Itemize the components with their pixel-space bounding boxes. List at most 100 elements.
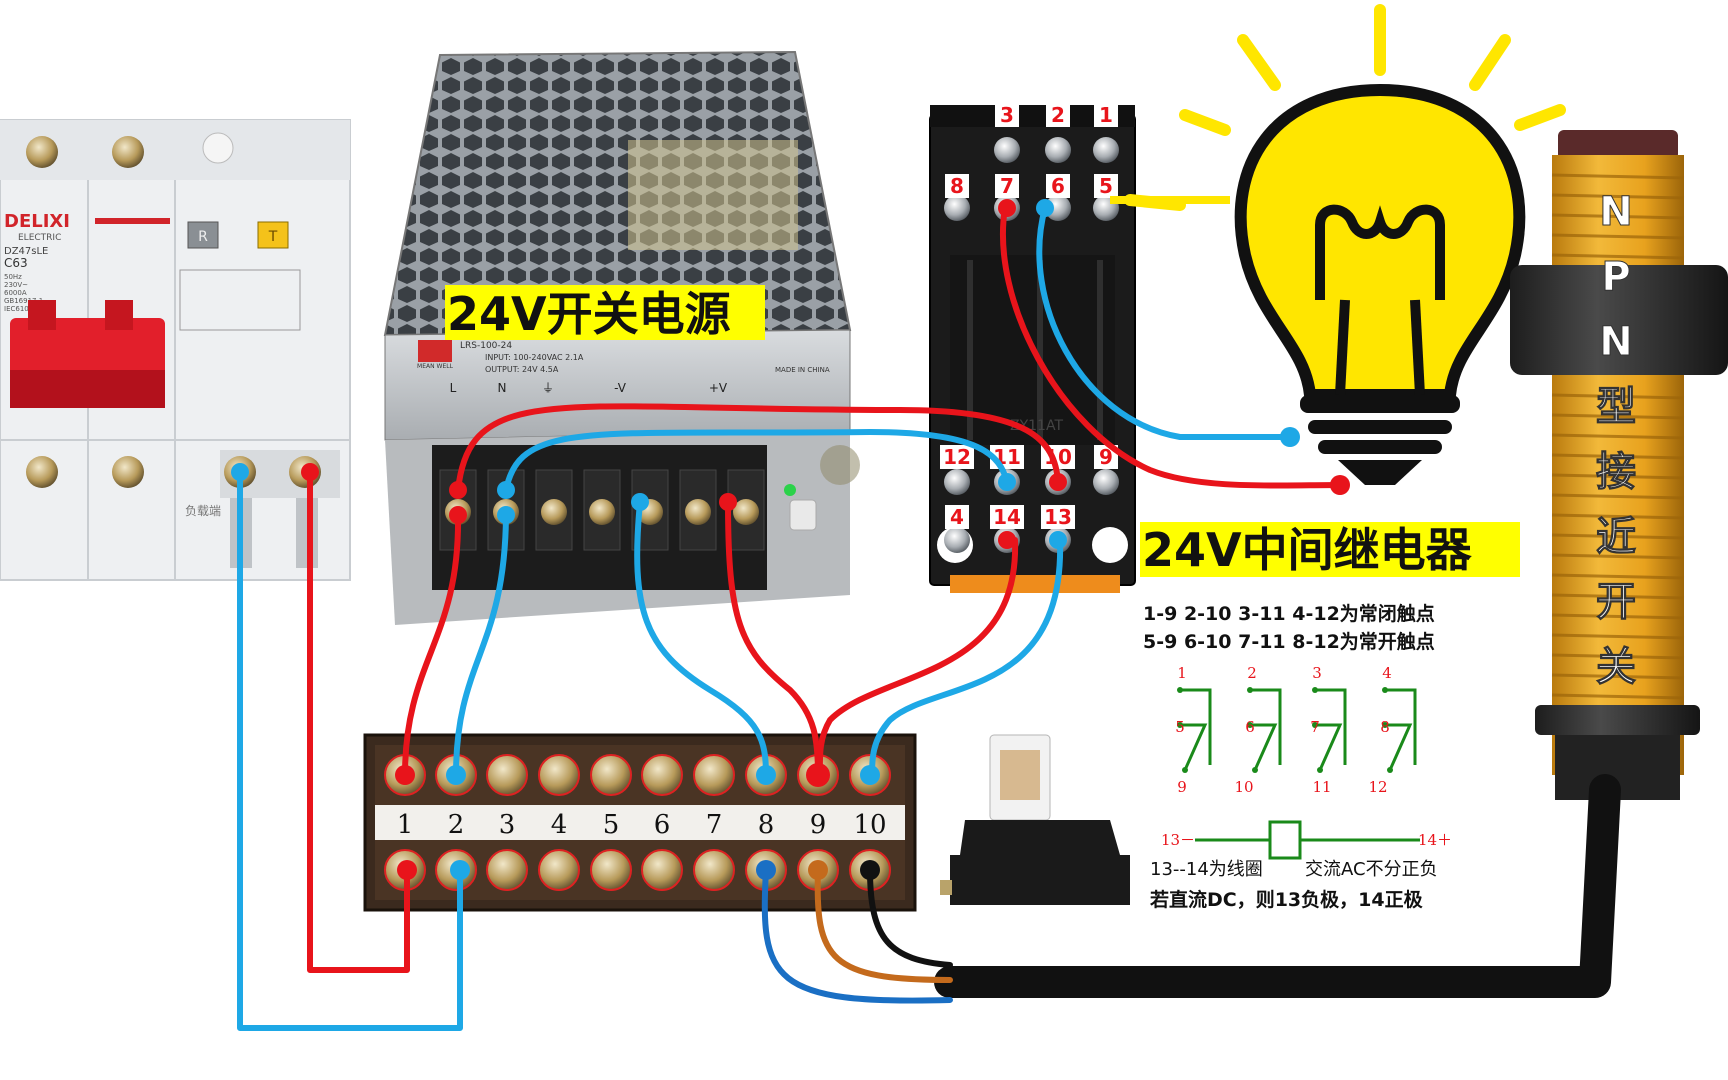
breaker-screw xyxy=(112,456,144,488)
breaker-rating: C63 xyxy=(4,256,28,270)
svg-text:近: 近 xyxy=(1596,514,1636,560)
wire-psu-positive-red xyxy=(725,499,821,778)
svg-text:6: 6 xyxy=(654,810,671,840)
psu-led-indicator xyxy=(784,484,796,496)
breaker-brand-sub: ELECTRIC xyxy=(18,233,61,243)
svg-text:6: 6 xyxy=(1245,718,1255,736)
circuit-breaker: DELIXI ELECTRIC DZ47sLE C63 50Hz 230V~ 6… xyxy=(0,119,351,581)
svg-text:1: 1 xyxy=(397,810,414,840)
breaker-brand: DELIXI xyxy=(4,211,70,232)
svg-text:T: T xyxy=(268,229,278,245)
svg-text:9: 9 xyxy=(1099,445,1113,469)
svg-text:GB16917.1: GB16917.1 xyxy=(4,297,43,305)
svg-text:9: 9 xyxy=(1177,778,1187,796)
note-dc: 若直流DC，则13负极，14正极 xyxy=(1150,888,1424,911)
svg-text:9: 9 xyxy=(810,810,827,840)
light-bulb-icon xyxy=(1110,4,1566,485)
npn-proximity-sensor: N P N 型 接 近 开 关 xyxy=(1510,130,1728,800)
power-supply-label: 24V开关电源 xyxy=(445,285,765,341)
svg-text:14: 14 xyxy=(993,505,1021,529)
relay-screws xyxy=(944,137,1119,553)
svg-text:关: 关 xyxy=(1596,644,1636,690)
wire-breaker-blue xyxy=(237,469,463,1031)
psu-input-spec: INPUT: 100-240VAC 2.1A xyxy=(485,353,584,362)
wire-sensor-brown xyxy=(814,867,953,983)
note-normally-open: 5-9 6-10 7-11 8-12为常开触点 xyxy=(1143,630,1435,653)
svg-text:8: 8 xyxy=(950,174,964,198)
terminal-block-numbers: 1 2 3 4 5 6 7 8 9 10 xyxy=(397,810,887,840)
svg-text:N: N xyxy=(1599,319,1632,365)
wire-relay-6-blue xyxy=(1036,205,1293,440)
wires xyxy=(237,205,1621,1031)
svg-text:N: N xyxy=(1599,189,1632,235)
wire-endpoints xyxy=(231,199,1350,880)
svg-text:1: 1 xyxy=(1099,103,1113,127)
wire-relay-13-blue xyxy=(869,537,1064,778)
breaker-test-button[interactable] xyxy=(257,221,289,249)
svg-text:-V: -V xyxy=(614,381,627,395)
svg-text:2: 2 xyxy=(1247,664,1257,682)
svg-text:IEC61009-1: IEC61009-1 xyxy=(4,305,45,313)
relay-contact-notes: 1-9 2-10 3-11 4-12为常闭触点 5-9 6-10 7-11 8-… xyxy=(1143,602,1435,653)
svg-text:6: 6 xyxy=(1051,174,1065,198)
wire-psu-negative-blue xyxy=(634,499,769,778)
psu-made-in: MADE IN CHINA xyxy=(775,366,830,374)
relay-module-photo xyxy=(940,734,1130,905)
coil-minus-label: 13－ xyxy=(1161,831,1195,849)
svg-text:3: 3 xyxy=(1312,664,1322,682)
svg-text:13: 13 xyxy=(1044,505,1072,529)
svg-text:3: 3 xyxy=(1000,103,1014,127)
wire-psu-n-blue xyxy=(453,512,509,778)
breaker-reset-button[interactable] xyxy=(187,221,219,249)
wire-psu-loop-red xyxy=(455,403,1061,493)
svg-text:+V: +V xyxy=(709,381,728,395)
breaker-screw xyxy=(26,456,58,488)
svg-text:230V~: 230V~ xyxy=(4,281,28,289)
svg-text:2: 2 xyxy=(1051,103,1065,127)
note-coil: 13--14为线圈 xyxy=(1150,859,1263,880)
svg-text:2: 2 xyxy=(448,810,465,840)
relay-label: 24V中间继电器 xyxy=(1140,522,1520,577)
relay-mount-hole xyxy=(1092,527,1128,563)
svg-text:8: 8 xyxy=(758,810,775,840)
wire-psu-l-red xyxy=(402,512,462,778)
breaker-screw xyxy=(26,136,58,168)
svg-text:4: 4 xyxy=(1382,664,1392,682)
svg-text:N: N xyxy=(498,381,507,395)
svg-text:7: 7 xyxy=(1310,718,1320,736)
wire-breaker-red xyxy=(307,469,410,973)
svg-text:12: 12 xyxy=(1368,778,1387,796)
wire-sensor-blue xyxy=(761,867,953,1004)
svg-text:4: 4 xyxy=(950,505,964,529)
svg-text:5: 5 xyxy=(1099,174,1113,198)
svg-text:⏚: ⏚ xyxy=(542,381,554,395)
terminal-block: 1 2 3 4 5 6 7 8 9 10 xyxy=(363,733,917,912)
coil-plus-label: 14＋ xyxy=(1418,831,1452,849)
svg-text:11: 11 xyxy=(1312,778,1331,796)
wire-sensor-black xyxy=(867,867,953,968)
svg-text:10: 10 xyxy=(1234,778,1253,796)
svg-text:L: L xyxy=(450,381,457,395)
svg-text:P: P xyxy=(1601,254,1630,300)
schematic-contact-dots xyxy=(1177,687,1393,773)
breaker-screw xyxy=(112,136,144,168)
svg-text:5: 5 xyxy=(603,810,620,840)
breaker-specs: 50Hz 230V~ 6000A GB16917.1 IEC61009-1 xyxy=(4,273,45,313)
psu-adjust-knob[interactable] xyxy=(789,499,817,531)
terminal-block-screws-top xyxy=(384,754,891,796)
svg-text:4: 4 xyxy=(551,810,568,840)
svg-text:6000A: 6000A xyxy=(4,289,27,297)
note-ac: 交流AC不分正负 xyxy=(1305,859,1438,880)
relay-schematic xyxy=(1180,688,1420,860)
breaker-model: DZ47sLE xyxy=(4,246,48,257)
schematic-pin-numbers: 1 2 3 4 5 6 7 8 9 10 11 12 13－ 14＋ xyxy=(1161,664,1452,849)
psu-output-spec: OUTPUT: 24V 4.5A xyxy=(485,365,559,374)
note-normally-closed: 1-9 2-10 3-11 4-12为常闭触点 xyxy=(1143,602,1435,625)
wire-relay-7-red xyxy=(1000,205,1343,489)
wire-relay-14-red xyxy=(816,537,1019,778)
svg-text:50Hz: 50Hz xyxy=(4,273,22,281)
breaker-toggle-lever[interactable] xyxy=(10,300,165,408)
wire-psu-loop-blue xyxy=(503,429,1010,493)
sensor-vertical-label: N P N 型 接 近 开 关 xyxy=(1596,189,1637,691)
